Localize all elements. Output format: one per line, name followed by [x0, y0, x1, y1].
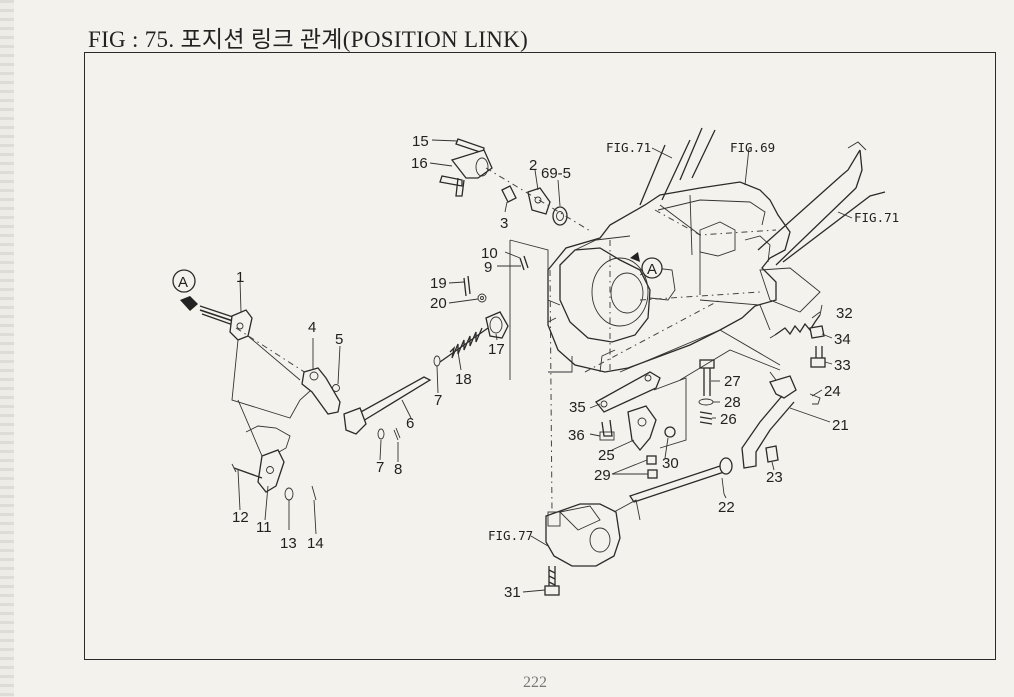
binding-strip: [0, 0, 14, 697]
arrow-icon-left: [180, 296, 198, 311]
part-label-12: 12: [232, 509, 249, 526]
part-label-35: 35: [569, 399, 586, 416]
figure-references: FIG.71 FIG.69 FIG.71 FIG.77: [488, 140, 899, 543]
ref-fig-71-top: FIG.71: [606, 140, 651, 155]
part-label-28: 28: [724, 394, 741, 411]
ref-fig-69: FIG.69: [730, 140, 775, 155]
page-number: 222: [523, 674, 547, 691]
part-label-33: 33: [834, 357, 851, 374]
part-label-10: 10: [481, 245, 498, 262]
part-label-26: 26: [720, 411, 737, 428]
left-link-assembly: A: [172, 269, 441, 501]
part-label-3: 3: [500, 215, 508, 232]
part-label-27: 27: [724, 373, 741, 390]
part-label-15: 15: [412, 133, 429, 150]
part-label-13: 13: [280, 535, 297, 552]
part-label-14: 14: [307, 535, 324, 552]
ref-fig-77: FIG.77: [488, 528, 533, 543]
part-label-36: 36: [568, 427, 585, 444]
part-label-19: 19: [430, 275, 447, 292]
part-label-32: 32: [836, 305, 853, 322]
view-a-marker-left: [172, 269, 196, 293]
part-label-1: 1: [236, 269, 244, 286]
part-label-5: 5: [335, 331, 343, 348]
part-label-11: 11: [256, 519, 272, 536]
part-label-6: 6: [406, 415, 414, 432]
part-label-31: 31: [504, 584, 521, 601]
part-label-8: 8: [394, 461, 402, 478]
spring-18: [449, 327, 483, 359]
part-label-29: 29: [594, 467, 611, 484]
part-label-4: 4: [308, 319, 316, 336]
bolt-12: [233, 467, 263, 479]
transmission-housing: A: [547, 127, 886, 373]
part-label-7-lower: 7: [376, 459, 384, 476]
spring-32: [774, 314, 821, 336]
part-number-labels: 15 16 2 69-5 3 10 9 19 20 17 18 7 6 1 4 …: [232, 133, 853, 601]
part-label-9: 9: [484, 259, 492, 276]
figure-title: FIG : 75. 포지션 링크 관계(POSITION LINK): [88, 27, 529, 52]
view-a-label-left: A: [178, 274, 188, 291]
part-label-30: 30: [662, 455, 679, 472]
part-label-25: 25: [598, 447, 615, 464]
view-a-label-housing: A: [647, 261, 657, 278]
diagram-frame: [84, 52, 996, 660]
ref-fig-71-right: FIG.71: [854, 210, 899, 225]
part-label-22: 22: [718, 499, 735, 516]
part-label-69-5: 69-5: [541, 165, 571, 182]
part-label-16: 16: [411, 155, 428, 172]
center-upper-assembly: [439, 138, 593, 513]
part-label-17: 17: [488, 341, 505, 358]
arrow-icon-housing: [630, 252, 640, 262]
lower-valve-body: [544, 499, 641, 596]
view-a-marker-housing: [641, 257, 663, 279]
part-label-2: 2: [529, 157, 537, 174]
right-lower-assembly: [595, 325, 826, 503]
part-label-34: 34: [834, 331, 851, 348]
part-label-24: 24: [824, 383, 841, 400]
part-label-18: 18: [455, 371, 472, 388]
part-label-23: 23: [766, 469, 783, 486]
part-label-21: 21: [832, 417, 849, 434]
part-label-20: 20: [430, 295, 447, 312]
part-label-7-upper: 7: [434, 392, 442, 409]
leader-lines: [237, 139, 853, 593]
